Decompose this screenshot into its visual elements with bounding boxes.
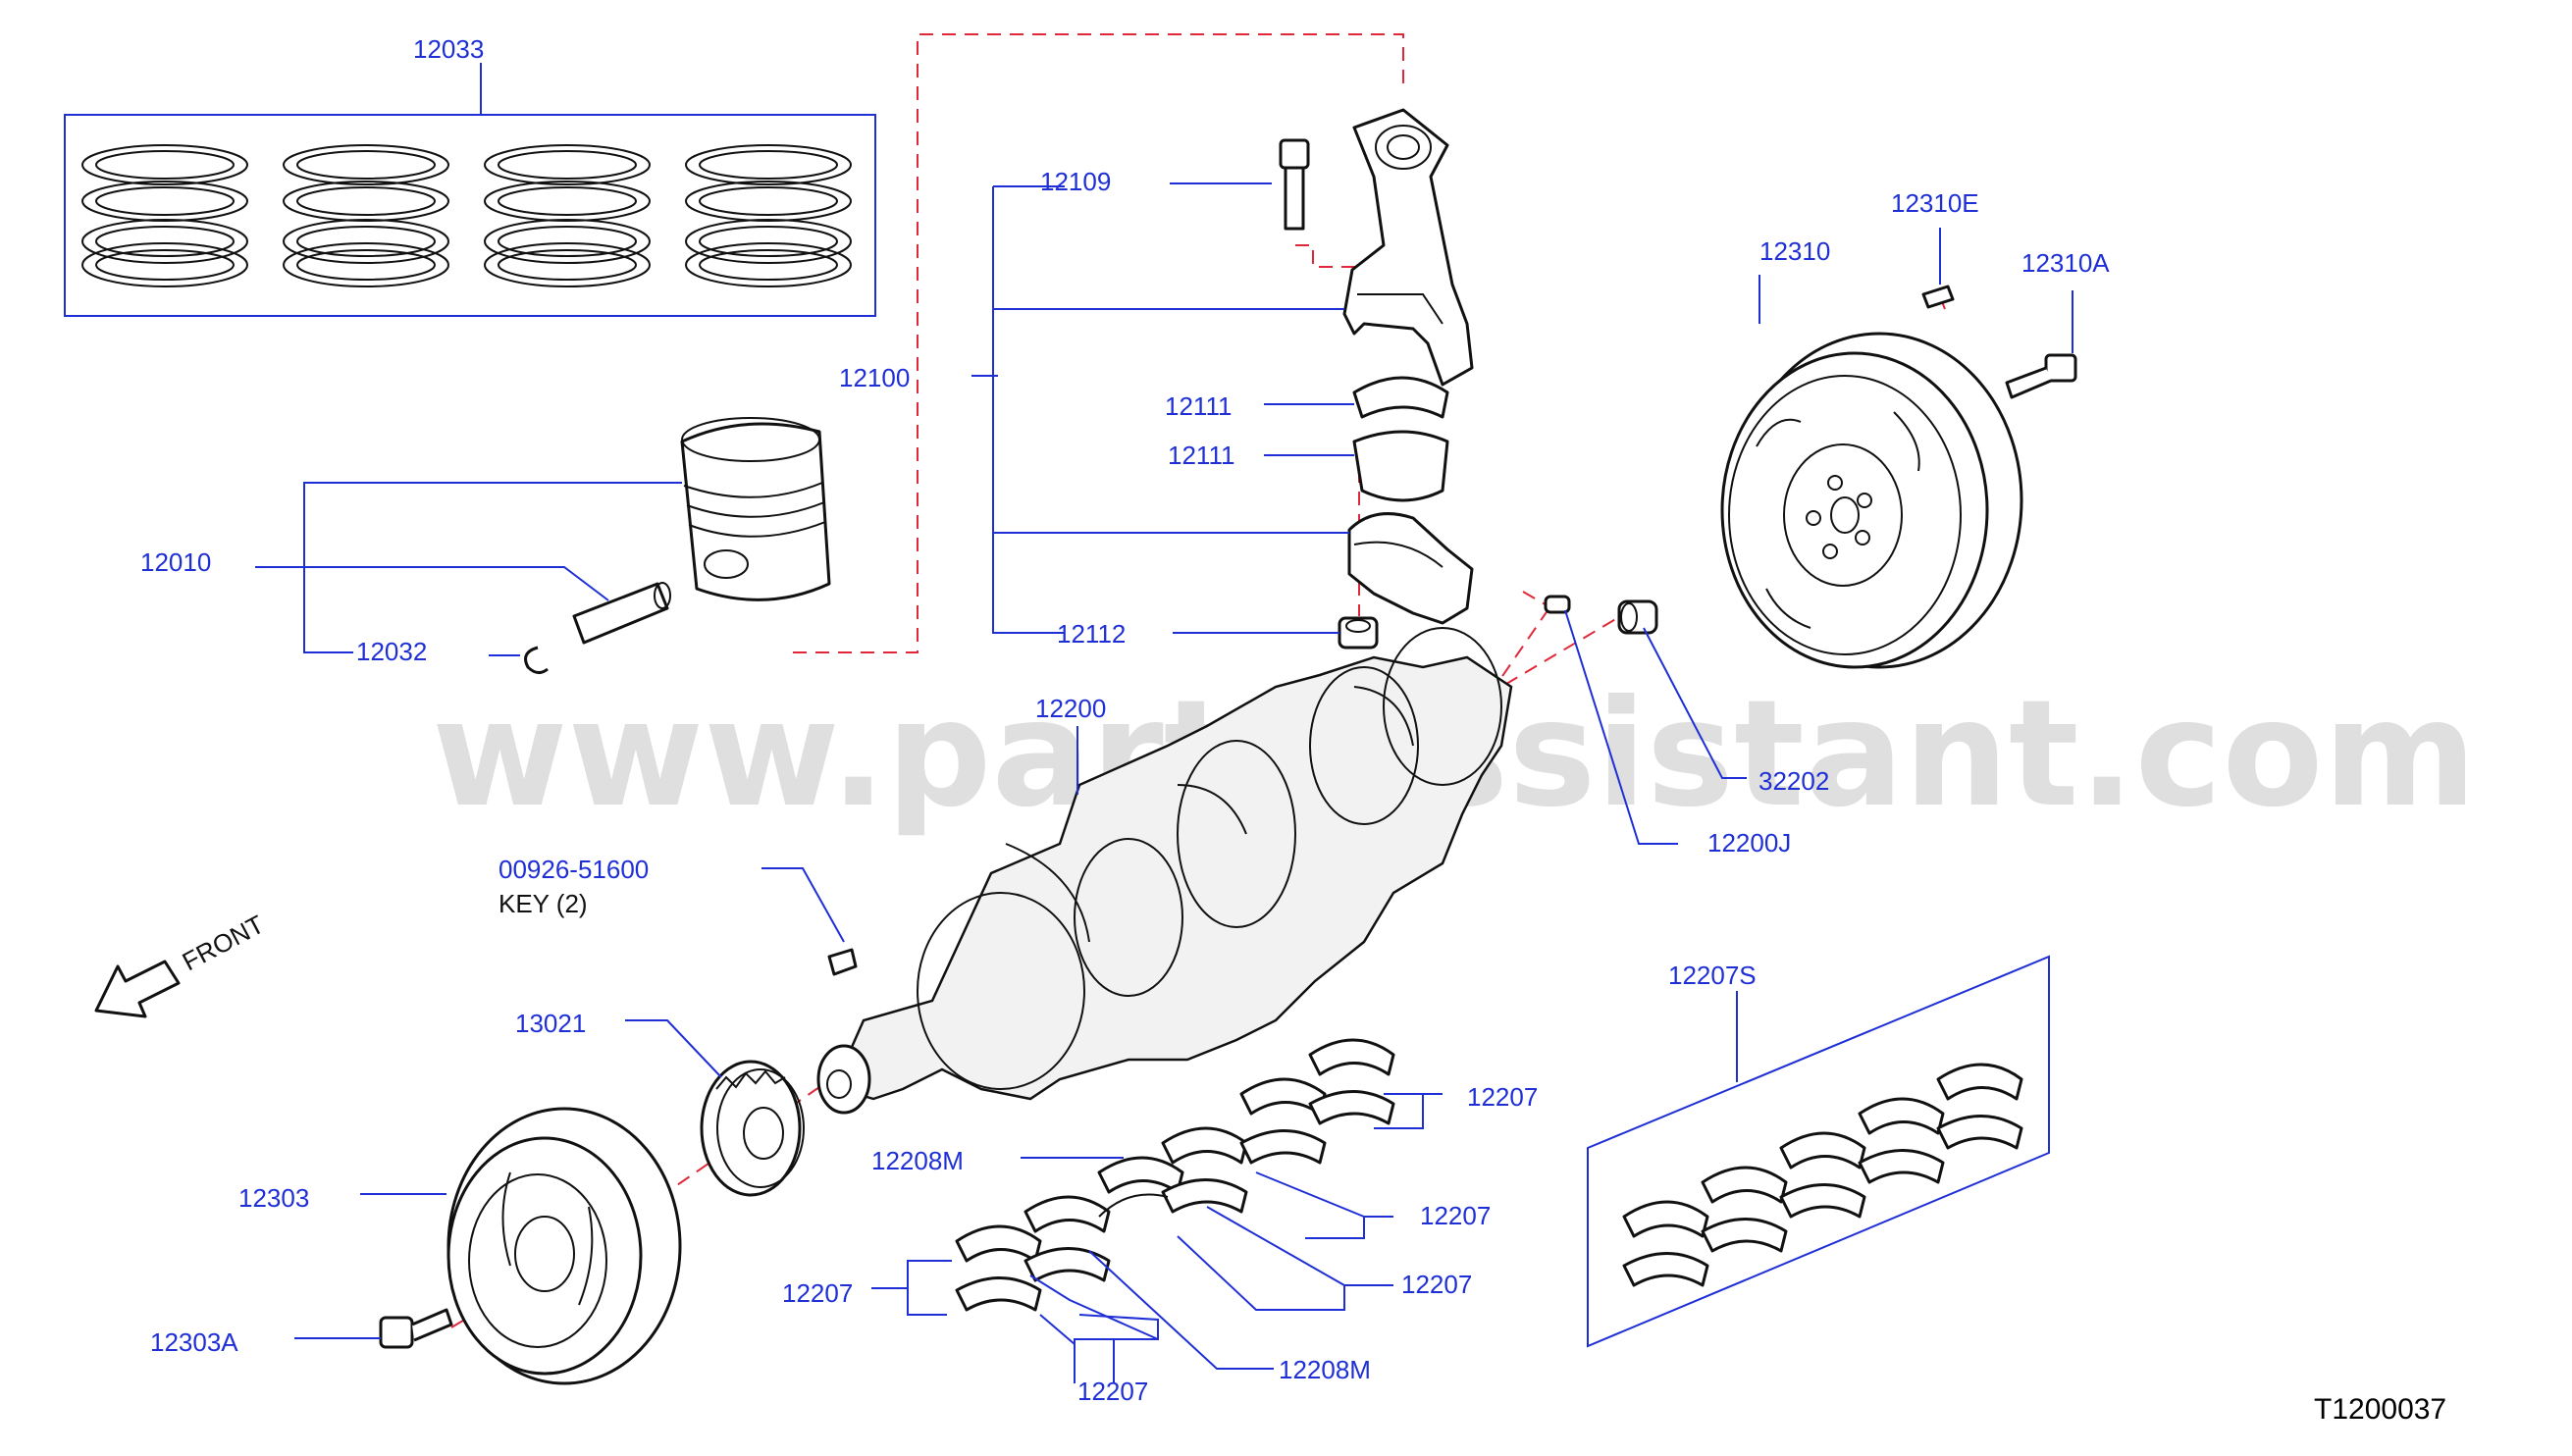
label-12111-lower[interactable]: 12111: [1168, 441, 1234, 470]
piston-leaders: [255, 482, 682, 656]
piston-ring-set[interactable]: [64, 63, 876, 317]
key-quantity-note: KEY (2): [499, 889, 588, 918]
bearing-shell-upper[interactable]: [1352, 376, 1449, 419]
front-label: FRONT: [178, 910, 269, 977]
label-12207S[interactable]: 12207S: [1668, 961, 1757, 990]
piston[interactable]: [680, 417, 831, 601]
pulley-bolt[interactable]: [379, 1308, 453, 1349]
ring-stack-1: [81, 144, 248, 287]
conrod-bolt[interactable]: [1279, 138, 1310, 231]
label-12207-c[interactable]: 12207: [1401, 1270, 1472, 1299]
snap-ring[interactable]: [524, 646, 549, 674]
label-12310E[interactable]: 12310E: [1891, 188, 1979, 218]
front-arrow-icon: [94, 960, 181, 1018]
label-12208M-lower[interactable]: 12208M: [1279, 1355, 1371, 1384]
label-12112[interactable]: 12112: [1057, 619, 1126, 649]
label-12207-a[interactable]: 12207: [1467, 1082, 1538, 1112]
label-12200J[interactable]: 12200J: [1707, 828, 1791, 858]
label-12303[interactable]: 12303: [238, 1183, 309, 1213]
front-arrow: FRONT: [94, 910, 269, 1018]
flywheel-dowel[interactable]: [1921, 285, 1955, 309]
sprocket-leader: [625, 1019, 722, 1078]
main-bearing-set[interactable]: [1587, 955, 2050, 1348]
crankshaft-leaders: [761, 609, 1747, 943]
flywheel-bolt[interactable]: [2005, 353, 2077, 399]
connecting-rod-assembly[interactable]: [1342, 108, 1474, 387]
ring-stack-3: [484, 144, 651, 287]
flywheel[interactable]: [1720, 332, 2023, 669]
piston-pin[interactable]: [572, 582, 671, 645]
label-00926-51600[interactable]: 00926-51600: [499, 855, 649, 884]
label-12111-upper[interactable]: 12111: [1165, 391, 1232, 421]
bearing-shell-lower[interactable]: [1352, 430, 1449, 502]
pulley-leaders: [294, 1193, 446, 1339]
label-12033[interactable]: 12033: [413, 34, 484, 64]
document-id: T1200037: [2314, 1393, 2446, 1426]
label-12100[interactable]: 12100: [839, 363, 910, 392]
pilot-bushing[interactable]: [1617, 599, 1658, 635]
label-12310[interactable]: 12310: [1759, 236, 1830, 266]
crank-dowel-pin[interactable]: [1544, 595, 1571, 614]
label-12303A[interactable]: 12303A: [150, 1327, 238, 1357]
label-12032[interactable]: 12032: [356, 637, 427, 666]
label-12010[interactable]: 12010: [140, 547, 211, 577]
label-12208M-upper[interactable]: 12208M: [871, 1146, 964, 1175]
label-12109[interactable]: 12109: [1040, 167, 1111, 196]
conrod-nut[interactable]: [1338, 616, 1379, 650]
label-12310A[interactable]: 12310A: [2021, 248, 2110, 278]
ring-stack-4: [685, 144, 852, 287]
main-bearing-leaders: [871, 1093, 1443, 1383]
flywheel-leaders: [1758, 228, 2073, 353]
crank-key[interactable]: [827, 948, 858, 976]
crank-sprocket[interactable]: [700, 1060, 805, 1197]
conrod-cap[interactable]: [1347, 512, 1474, 625]
main-bearing-shells[interactable]: [955, 1038, 1395, 1312]
label-12207-b[interactable]: 12207: [1420, 1201, 1491, 1230]
label-12207-d[interactable]: 12207: [782, 1278, 853, 1308]
label-12200[interactable]: 12200: [1035, 694, 1106, 723]
label-13021[interactable]: 13021: [515, 1009, 586, 1038]
label-12207-e[interactable]: 12207: [1077, 1377, 1148, 1406]
crank-pulley[interactable]: [446, 1107, 682, 1385]
label-32202[interactable]: 32202: [1758, 766, 1829, 796]
ring-stack-2: [283, 144, 449, 287]
conrod-leaders: [971, 182, 1354, 634]
crankshaft[interactable]: [816, 627, 1513, 1115]
